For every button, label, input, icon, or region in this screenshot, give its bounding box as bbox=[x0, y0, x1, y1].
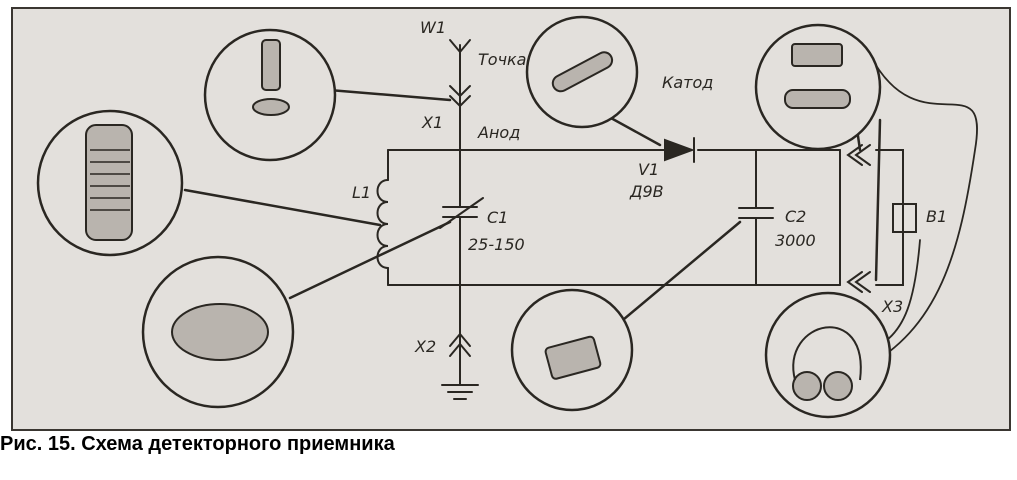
figure-border bbox=[11, 7, 1011, 431]
label-c2: C2 bbox=[785, 207, 806, 226]
plug-washer-sketch bbox=[252, 98, 290, 116]
socket-x3 bbox=[839, 144, 871, 293]
label-diode-type: Д9В bbox=[629, 182, 664, 201]
plug-sketch bbox=[261, 39, 281, 91]
label-x2: X2 bbox=[414, 337, 436, 356]
label-b1: B1 bbox=[926, 207, 947, 226]
capacitor-c1 bbox=[439, 149, 484, 286]
figure-caption: Рис. 15. Схема детекторного приемника bbox=[0, 433, 395, 455]
inset-socket-plug bbox=[754, 23, 882, 151]
diode-v1 bbox=[664, 137, 695, 163]
label-c1: C1 bbox=[487, 208, 508, 227]
earpiece-right-sketch bbox=[823, 371, 853, 401]
socket-sketch bbox=[791, 43, 843, 67]
label-diode-anode: Анод bbox=[477, 123, 520, 142]
label-diode-point: Точка bbox=[478, 50, 526, 69]
label-v1: V1 bbox=[638, 160, 659, 179]
socket-x2-symbol bbox=[449, 332, 471, 357]
inset-antenna-plug bbox=[203, 28, 337, 162]
diode-sketch bbox=[551, 51, 614, 93]
coil-l1 bbox=[376, 179, 389, 269]
socket-x1-symbol bbox=[449, 85, 471, 108]
coil-windings-sketch bbox=[90, 149, 130, 211]
earpiece-left-sketch bbox=[792, 371, 822, 401]
socket-base-sketch bbox=[784, 89, 851, 109]
variable-capacitor-sketch bbox=[171, 303, 269, 361]
phone-body bbox=[875, 149, 917, 286]
capacitor-sketch bbox=[544, 335, 602, 380]
capacitor-c2 bbox=[738, 149, 774, 286]
inset-headphones bbox=[764, 291, 892, 419]
ground-symbol bbox=[441, 384, 479, 400]
label-diode-cathode: Катод bbox=[662, 73, 713, 92]
headband-sketch bbox=[792, 326, 862, 381]
coil-sketch bbox=[85, 124, 133, 241]
label-x1: X1 bbox=[421, 113, 443, 132]
label-x3: X3 bbox=[881, 297, 903, 316]
label-c1-value: 25-150 bbox=[468, 235, 525, 254]
label-w1: W1 bbox=[420, 18, 446, 37]
label-c2-value: 3000 bbox=[775, 231, 816, 250]
label-l1: L1 bbox=[352, 183, 371, 202]
antenna-symbol bbox=[449, 39, 471, 54]
